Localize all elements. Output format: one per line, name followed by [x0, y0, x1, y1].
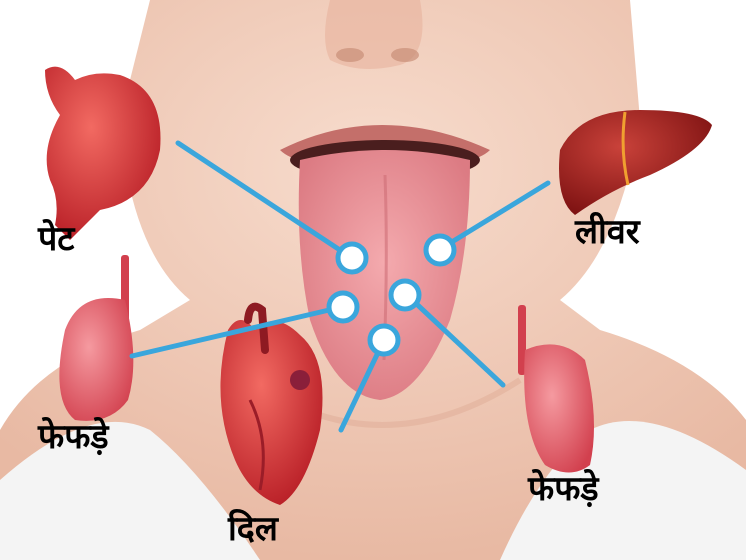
heart-marker [370, 326, 398, 354]
liver-marker [426, 236, 454, 264]
right-lung-label: फेफड़े [528, 472, 599, 506]
stomach-label: पेट [38, 222, 74, 256]
left-lung-marker [329, 293, 357, 321]
heart-label: दिल [228, 512, 278, 546]
right-lung-marker [391, 281, 419, 309]
left-lung-label: फेफड़े [38, 420, 109, 454]
liver-label: लीवर [575, 215, 640, 249]
stomach-marker [338, 244, 366, 272]
